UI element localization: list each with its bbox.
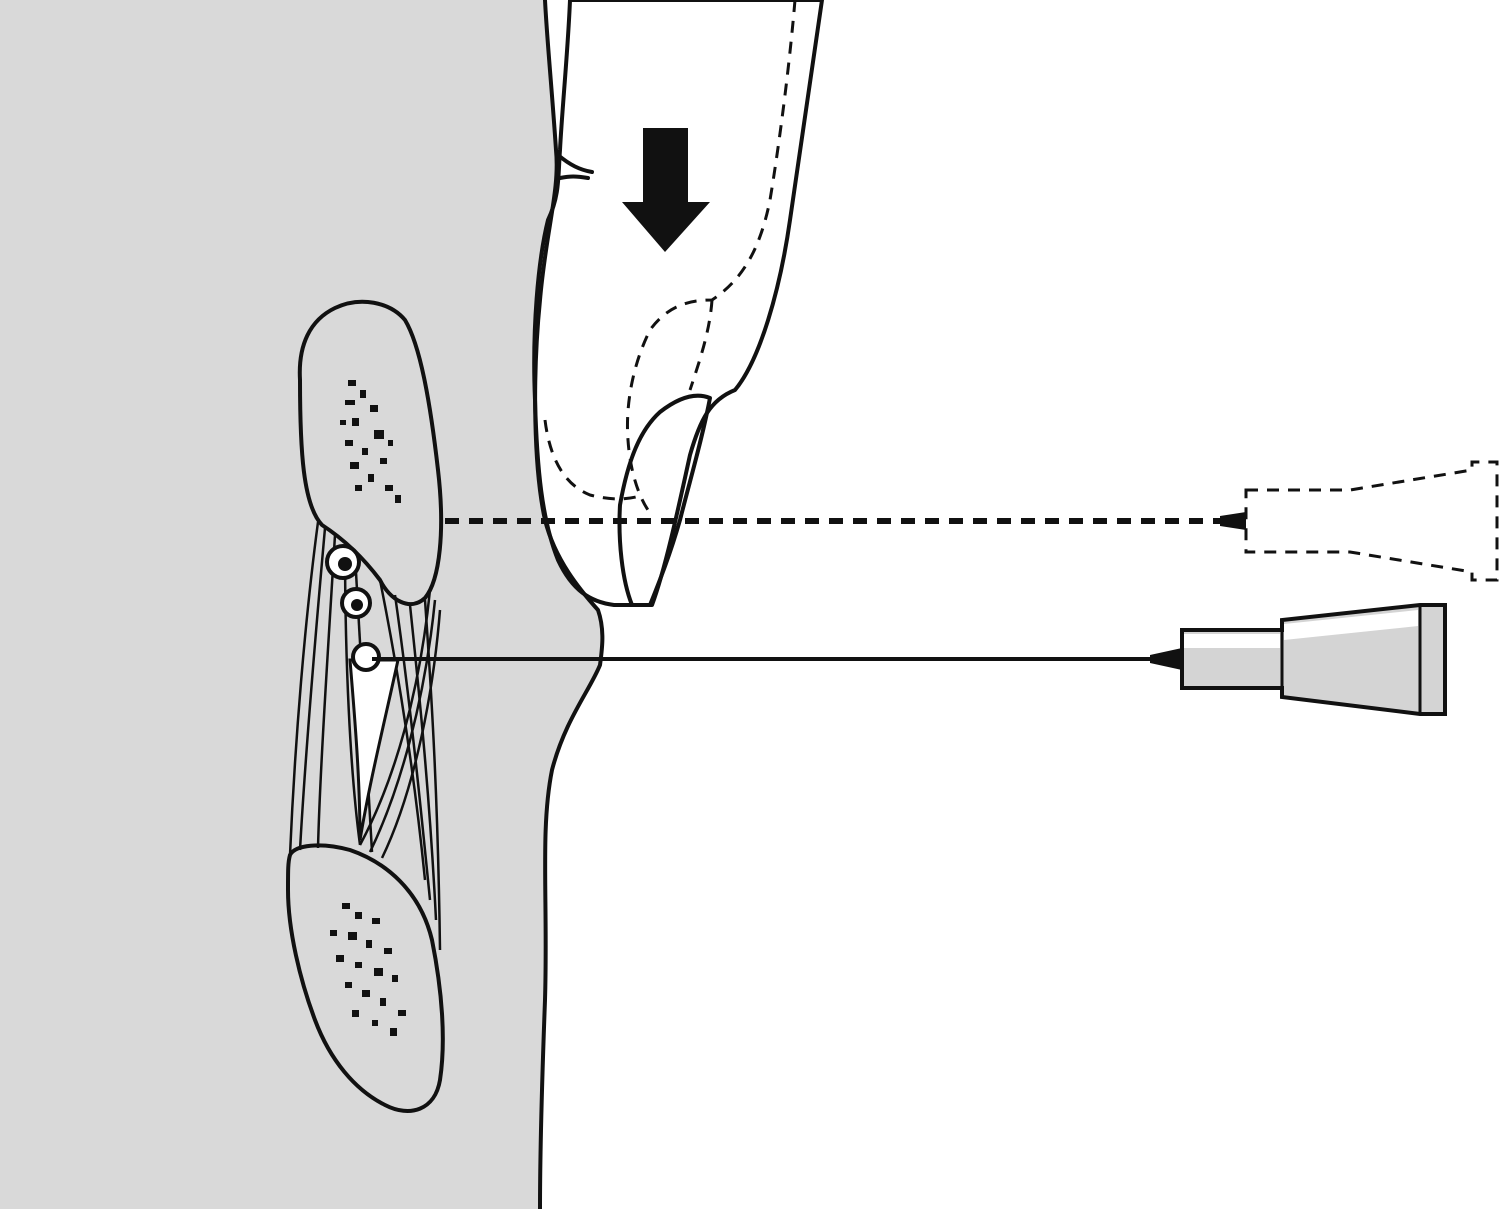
vessel-artery <box>325 544 361 580</box>
finger-crease <box>556 153 594 180</box>
needle-hub-highlight <box>1184 610 1418 648</box>
fingernail <box>617 393 712 607</box>
needle-initial-position-hub <box>1244 460 1499 582</box>
upper-bone-spongy-pattern <box>340 380 401 503</box>
vessel-vein <box>340 587 372 619</box>
skin-surface-line <box>533 0 605 1209</box>
finger-initial-position-outline-left <box>543 419 641 501</box>
fingernail-initial-outline <box>688 299 714 391</box>
needle-initial-position-tip-taper <box>1220 512 1246 530</box>
needle-tip-taper <box>1150 648 1182 670</box>
finger <box>532 0 824 607</box>
intermuscular-space <box>348 658 400 841</box>
tissue-region <box>0 0 603 1209</box>
upper-bone <box>297 299 444 606</box>
ligament-fibers <box>288 521 442 951</box>
finger-initial-position-outline <box>625 0 797 511</box>
lower-bone-spongy-pattern <box>330 903 406 1036</box>
lower-bone <box>286 843 445 1113</box>
down-arrow-icon <box>622 128 710 252</box>
